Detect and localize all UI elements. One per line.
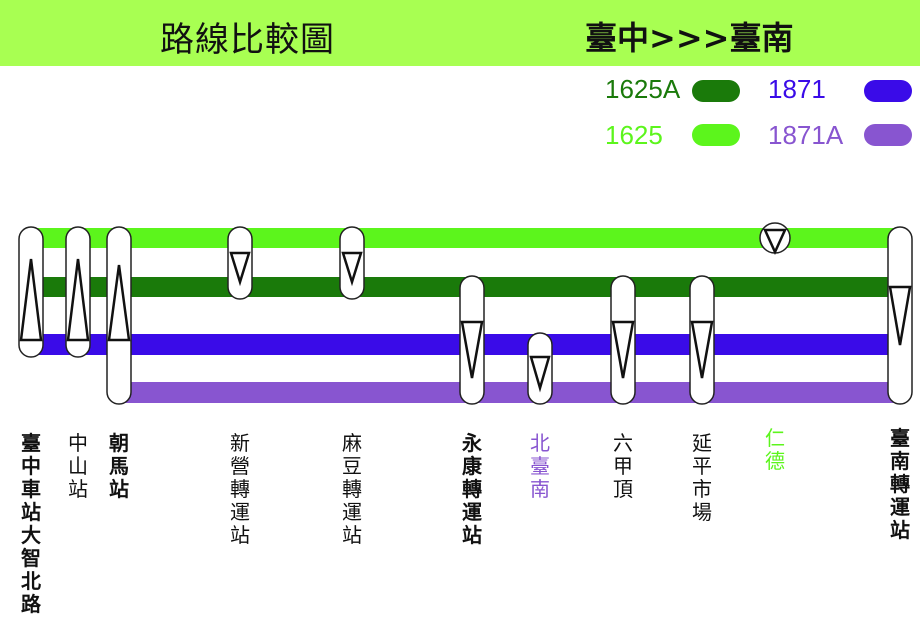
- direction-label: 臺中>>>臺南: [585, 19, 794, 57]
- stop-name-liujiading: 六甲頂: [613, 431, 633, 501]
- stop-name-chaoma: 朝馬站: [109, 431, 129, 501]
- legend-label-1625a: 1625A: [605, 74, 681, 104]
- diagram-title: 路線比較圖: [160, 20, 335, 60]
- stop-name-xinying: 新營轉運站: [230, 431, 250, 547]
- down-arrow-icon: [529, 355, 551, 393]
- legend-swatch-1871a: [864, 124, 912, 146]
- down-arrow-icon: [690, 320, 714, 379]
- stop-name-yanping-market: 延平市場: [692, 431, 712, 524]
- up-arrow-icon: [66, 258, 90, 342]
- legend-swatch-1625: [692, 124, 740, 146]
- legend-swatch-1871: [864, 80, 912, 102]
- down-arrow-icon: [763, 228, 787, 256]
- stop-name-tainan-transfer: 臺南轉運站: [890, 426, 910, 542]
- legend-label-1625: 1625: [605, 120, 663, 150]
- down-arrow-icon: [229, 251, 251, 287]
- down-arrow-icon: [341, 251, 363, 287]
- stop-name-taichung: 臺中車站大智北路: [21, 431, 41, 616]
- up-arrow-icon: [19, 258, 43, 342]
- stop-name-zhongshan: 中山站: [68, 431, 88, 501]
- header-bar: [0, 0, 920, 66]
- stop-name-yongkang: 永康轉運站: [462, 431, 482, 547]
- down-arrow-icon: [611, 320, 635, 379]
- legend-label-1871: 1871: [768, 74, 826, 104]
- stop-name-north-tainan: 北臺南: [530, 431, 550, 501]
- down-arrow-icon: [460, 320, 484, 379]
- legend-label-1871a: 1871A: [768, 120, 844, 150]
- route-line-1871a: [118, 382, 900, 403]
- legend-swatch-1625a: [692, 80, 740, 102]
- stop-name-madou: 麻豆轉運站: [342, 431, 362, 547]
- stop-name-rende: 仁德: [765, 426, 785, 473]
- down-arrow-icon: [888, 285, 912, 346]
- up-arrow-icon: [107, 264, 131, 342]
